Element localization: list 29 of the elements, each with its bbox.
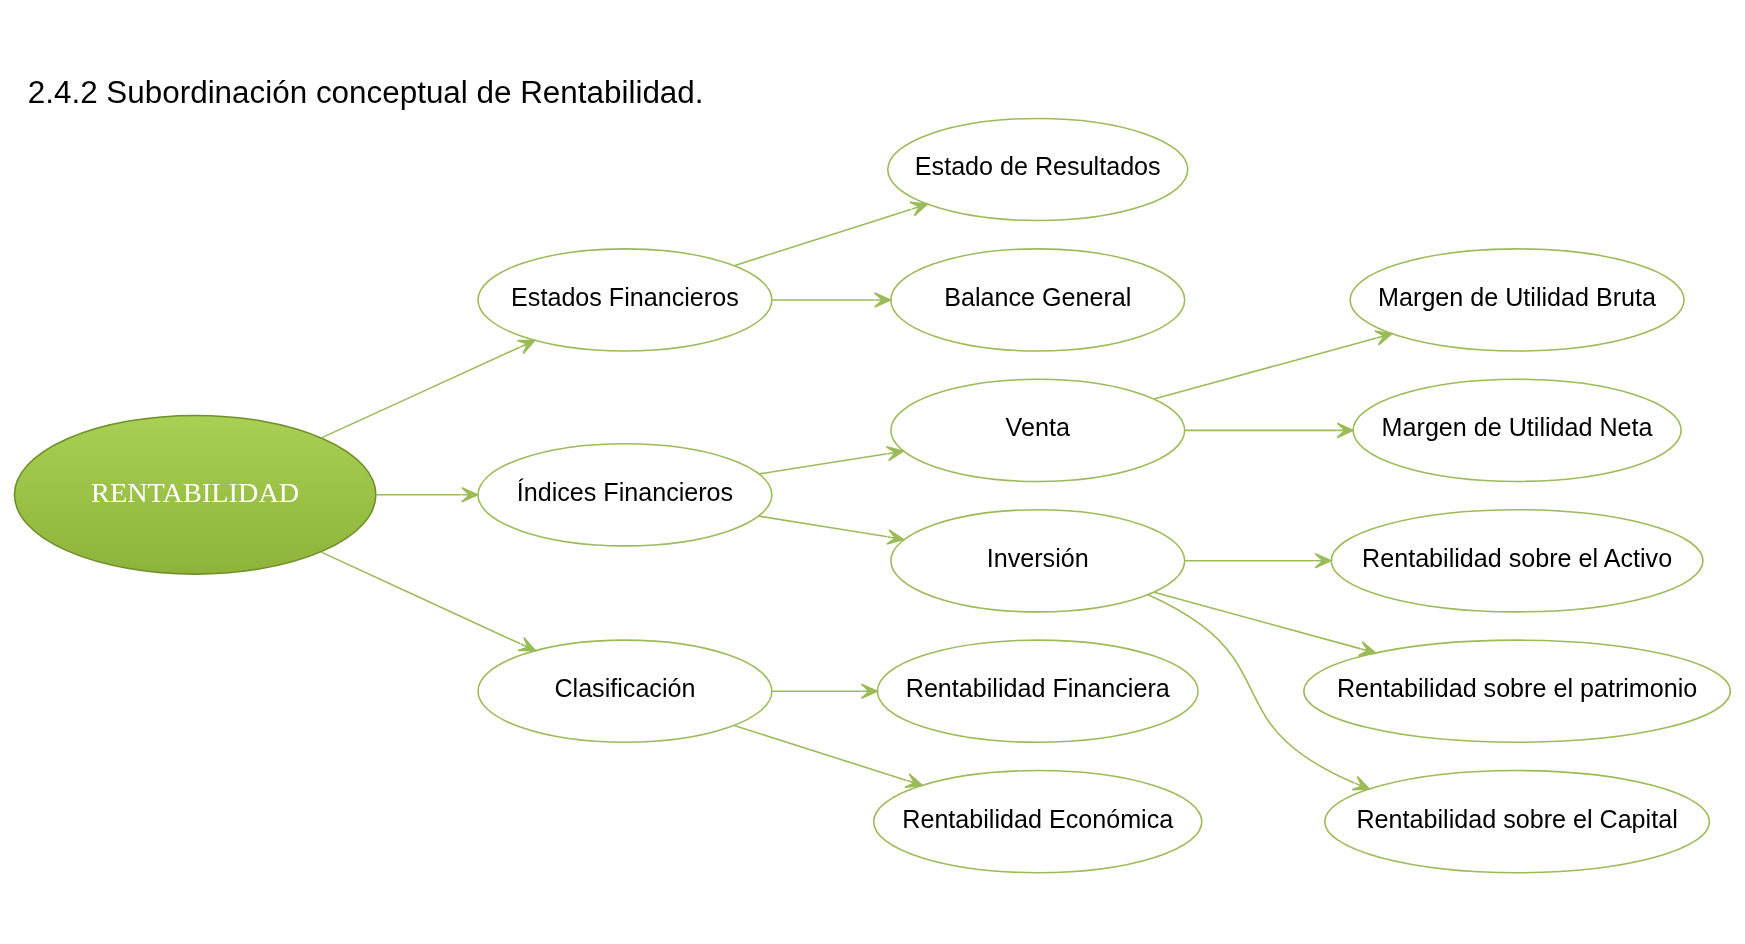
arrow (771, 292, 892, 308)
diagram-title: 2.4.2 Subordinación conceptual de Rentabilidad. (27, 74, 704, 110)
arrow (1147, 594, 1371, 791)
arrow (758, 515, 905, 545)
node-ellipse: Balance General (890, 248, 1186, 352)
node-ellipse: RENTABILIDAD (13, 414, 377, 575)
arrow (320, 551, 537, 652)
node-ellipse: Margen de Utilidad Neta (1352, 378, 1682, 483)
arrow (758, 445, 904, 475)
node-ellipse: Índices Financieros (477, 442, 773, 547)
node-ellipse: Estado de Resultados (887, 117, 1189, 222)
node-ellipse: Inversión (890, 508, 1186, 613)
node-ellipse: Venta (890, 378, 1186, 483)
node-ellipse: Rentabilidad sobre el Activo (1330, 508, 1704, 613)
node-ellipse: Estados Financieros (477, 248, 773, 352)
arrow (733, 724, 923, 789)
arrow (375, 486, 479, 503)
arrow (320, 339, 536, 439)
arrow (1153, 591, 1377, 657)
arrow (1153, 330, 1393, 400)
node-ellipse: Clasificación (477, 639, 773, 744)
arrow (1184, 422, 1354, 439)
arrow (1184, 552, 1332, 569)
node-ellipse: Rentabilidad Económica (872, 769, 1203, 874)
node-ellipse: Rentabilidad Financiera (876, 639, 1199, 744)
arrow (771, 683, 878, 700)
arrow (733, 201, 928, 267)
node-ellipse: Rentabilidad sobre el Capital (1323, 769, 1711, 874)
node-ellipse: Margen de Utilidad Bruta (1349, 248, 1685, 352)
